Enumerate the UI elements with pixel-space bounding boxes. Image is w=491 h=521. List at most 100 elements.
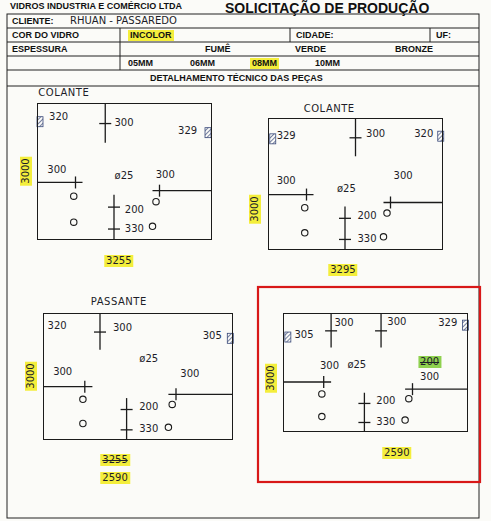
form-label: CIDADE: — [296, 30, 334, 41]
dimension-value: 305 — [203, 330, 222, 342]
cut-line — [306, 189, 307, 201]
hole — [319, 391, 325, 397]
form-label: 10MM — [315, 58, 340, 69]
dimension-value: 300 — [53, 366, 72, 378]
form-table — [7, 14, 479, 518]
dimension-value: 300 — [156, 169, 175, 181]
cut-line — [355, 118, 356, 156]
panel-heading: COLANTE — [38, 87, 89, 99]
form-label: 06MM — [190, 58, 215, 69]
dimension-value: 320 — [414, 128, 433, 140]
hole — [380, 234, 386, 240]
hole — [319, 413, 325, 419]
cut-line — [113, 195, 114, 240]
form-label: UF: — [436, 30, 451, 41]
hole — [302, 205, 308, 211]
dimension-value: 200 — [418, 356, 441, 368]
dimension-value: 330 — [139, 423, 158, 435]
cut-line — [94, 331, 106, 332]
cut-line — [325, 330, 337, 331]
cut-line — [339, 218, 351, 219]
cut-line — [159, 185, 160, 197]
hole — [302, 230, 308, 236]
cut-line — [323, 376, 324, 388]
cut-line — [358, 422, 370, 423]
hole — [153, 198, 159, 204]
cut-line — [84, 381, 85, 393]
panel-lines — [43, 313, 233, 440]
glass-panel: PASSANTE320300305ø2530030020033032552590… — [43, 313, 233, 440]
form-label: CLIENTE: — [12, 16, 54, 27]
hole — [165, 424, 171, 430]
hole — [149, 223, 155, 229]
form-label: SOLICITAÇÃO DE PRODUÇÃO — [225, 0, 429, 16]
cut-line — [105, 103, 106, 143]
dimension-value: 3255 — [104, 255, 133, 267]
dimension-value: 300 — [113, 322, 132, 334]
hinge-pad — [285, 332, 291, 342]
hole — [71, 193, 77, 199]
form-label: INCOLOR — [128, 30, 174, 41]
glass-panel: COLANTE320300329ø2530030020033032553000 — [37, 103, 212, 240]
cut-line — [405, 389, 468, 390]
hinge-pad — [270, 134, 276, 144]
dimension-value: 300 — [394, 170, 413, 182]
hole — [402, 417, 408, 423]
dimension-value: 300 — [366, 128, 385, 140]
dimension-value: 200 — [357, 210, 376, 222]
dimension-value: ø25 — [337, 183, 356, 195]
dimension-value: 300 — [420, 371, 439, 383]
dimension-value: 320 — [49, 111, 68, 123]
cut-line — [121, 409, 133, 410]
panel-lines — [37, 103, 212, 240]
cut-line — [390, 196, 391, 208]
cut-line — [344, 206, 345, 250]
form-label: RHUAN - PASSAREDO — [70, 15, 177, 26]
dimension-value: 300 — [387, 316, 406, 328]
cut-line — [175, 388, 176, 400]
panel-heading: COLANTE — [304, 103, 355, 115]
dimension-value: 329 — [178, 125, 197, 137]
form-label: DETALHAMENTO TÉCNICO DAS PEÇAS — [150, 73, 323, 84]
panel-heading: PASSANTE — [91, 296, 147, 308]
dimension-value: 330 — [357, 233, 376, 245]
cut-line — [126, 398, 127, 440]
cut-line — [375, 330, 387, 331]
panel-lines — [268, 118, 444, 250]
form-label: 05MM — [128, 58, 153, 69]
cut-line — [75, 176, 76, 188]
hole — [80, 396, 86, 402]
dimension-value: 3295 — [328, 264, 357, 276]
dimension-value: 3255 — [100, 454, 129, 466]
cut-line — [168, 394, 233, 395]
cut-line — [99, 123, 111, 124]
form-label: FUMÊ — [205, 44, 231, 55]
dimension-value: 330 — [376, 416, 395, 428]
hole — [384, 210, 390, 216]
dimension-value: 305 — [294, 329, 313, 341]
dimension-value: 329 — [277, 130, 296, 142]
dimension-value: 2590 — [382, 447, 411, 459]
cut-line — [412, 383, 413, 395]
hinge-pad — [205, 128, 211, 138]
dimension-value: 329 — [438, 317, 457, 329]
dimension-value: 300 — [114, 117, 133, 129]
dimension-value: ø25 — [347, 359, 366, 371]
dimension-value: 330 — [125, 223, 144, 235]
panel-lines — [283, 313, 468, 432]
dimension-value: 200 — [125, 204, 144, 216]
dimension-value: 320 — [48, 320, 67, 332]
cut-line — [350, 137, 362, 138]
dimension-value: 3000 — [20, 156, 32, 185]
cut-line — [339, 239, 351, 240]
form-label: VIDROS INDUSTRIA E COMÉRCIO LTDA — [10, 1, 182, 12]
cut-line — [358, 403, 370, 404]
hole — [406, 395, 412, 401]
form-label: COR DO VIDRO — [12, 30, 79, 41]
dimension-value: 3000 — [265, 363, 277, 392]
hole — [80, 420, 86, 426]
dimension-value: 300 — [320, 360, 339, 372]
red-highlight-box — [258, 287, 480, 482]
glass-panel: 305300300329ø2530020030020033025903000 — [283, 313, 468, 432]
